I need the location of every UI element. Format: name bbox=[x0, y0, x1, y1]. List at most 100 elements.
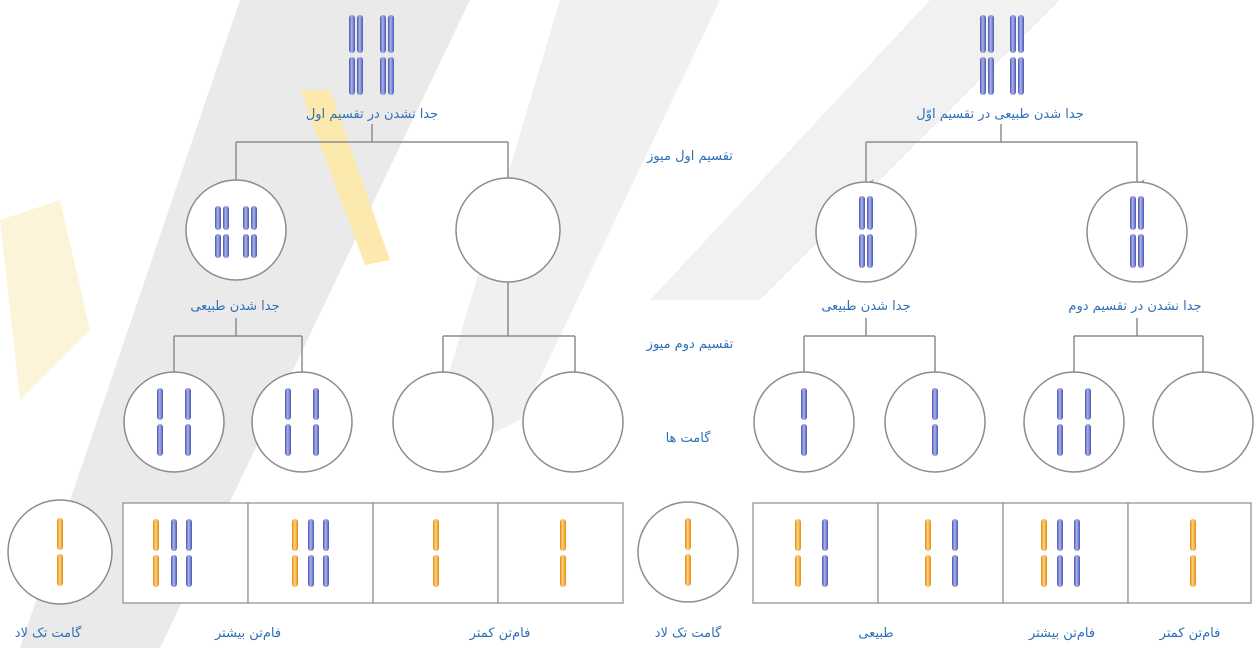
blue-chromosome bbox=[349, 15, 355, 53]
cell-circle bbox=[123, 371, 225, 473]
blue-chromosome bbox=[822, 519, 828, 551]
blue-chromosome bbox=[313, 424, 319, 456]
blue-chromosome bbox=[1074, 555, 1080, 587]
cell-circle bbox=[455, 177, 561, 283]
blue-chromosome bbox=[1010, 15, 1016, 53]
right-less-label: فام‌تن کمتر bbox=[1159, 626, 1221, 641]
blue-chromosome bbox=[308, 555, 314, 587]
blue-chromosome bbox=[1130, 234, 1136, 268]
blue-chromosome bbox=[243, 234, 249, 258]
blue-chromosome bbox=[185, 424, 191, 456]
blue-chromosome bbox=[186, 555, 192, 587]
cell-circle bbox=[1152, 371, 1254, 473]
cell-circle bbox=[251, 371, 353, 473]
blue-chromosome bbox=[223, 234, 229, 258]
cell-circle bbox=[522, 371, 624, 473]
blue-chromosome bbox=[1138, 196, 1144, 230]
orange-chromosome bbox=[153, 519, 159, 551]
zygote-box bbox=[1127, 502, 1252, 604]
blue-chromosome bbox=[285, 388, 291, 420]
orange-chromosome bbox=[433, 555, 439, 587]
orange-chromosome bbox=[292, 555, 298, 587]
blue-chromosome bbox=[251, 206, 257, 230]
blue-chromosome bbox=[988, 57, 994, 95]
blue-chromosome bbox=[1018, 57, 1024, 95]
right-mid-right-label: جدا نشدن در تقسیم دوم bbox=[1068, 299, 1201, 314]
blue-chromosome bbox=[185, 388, 191, 420]
blue-chromosome bbox=[1085, 388, 1091, 420]
blue-chromosome bbox=[388, 15, 394, 53]
zygote-box bbox=[122, 502, 249, 604]
blue-chromosome bbox=[1074, 519, 1080, 551]
blue-chromosome bbox=[357, 57, 363, 95]
blue-chromosome bbox=[1057, 424, 1063, 456]
orange-chromosome bbox=[925, 519, 931, 551]
gametes-label: گامت ها bbox=[666, 430, 712, 446]
blue-chromosome bbox=[285, 424, 291, 456]
blue-chromosome bbox=[859, 234, 865, 268]
blue-chromosome bbox=[313, 388, 319, 420]
zygote-box bbox=[877, 502, 1004, 604]
zygote-box bbox=[497, 502, 624, 604]
blue-chromosome bbox=[932, 388, 938, 420]
blue-chromosome bbox=[859, 196, 865, 230]
orange-chromosome bbox=[1190, 555, 1196, 587]
right-more-label: فام‌تن بیشتر bbox=[1028, 626, 1095, 641]
orange-chromosome bbox=[685, 554, 691, 586]
chromosomes bbox=[57, 15, 1196, 587]
blue-chromosome bbox=[980, 15, 986, 53]
zygote-box bbox=[1002, 502, 1129, 604]
orange-chromosome bbox=[1041, 555, 1047, 587]
blue-chromosome bbox=[1057, 555, 1063, 587]
cell-circle bbox=[1023, 371, 1125, 473]
orange-chromosome bbox=[292, 519, 298, 551]
orange-chromosome bbox=[925, 555, 931, 587]
blue-chromosome bbox=[251, 234, 257, 258]
cell-circles bbox=[7, 177, 1254, 605]
zygote-box bbox=[752, 502, 879, 604]
blue-chromosome bbox=[388, 57, 394, 95]
zygote-box bbox=[372, 502, 499, 604]
orange-chromosome bbox=[560, 519, 566, 551]
cell-circle bbox=[7, 499, 113, 605]
blue-chromosome bbox=[1138, 234, 1144, 268]
cell-circle bbox=[753, 371, 855, 473]
blue-chromosome bbox=[157, 424, 163, 456]
left-less-label: فام‌تن کمتر bbox=[469, 626, 531, 641]
blue-chromosome bbox=[357, 15, 363, 53]
blue-chromosome bbox=[952, 555, 958, 587]
blue-chromosome bbox=[223, 206, 229, 230]
orange-chromosome bbox=[153, 555, 159, 587]
cell-circle bbox=[637, 501, 739, 603]
blue-chromosome bbox=[380, 15, 386, 53]
blue-chromosome bbox=[1085, 424, 1091, 456]
blue-chromosome bbox=[1057, 388, 1063, 420]
blue-chromosome bbox=[186, 519, 192, 551]
blue-chromosome bbox=[1018, 15, 1024, 53]
blue-chromosome bbox=[157, 388, 163, 420]
blue-chromosome bbox=[952, 519, 958, 551]
blue-chromosome bbox=[308, 519, 314, 551]
blue-chromosome bbox=[867, 196, 873, 230]
right-mid-left-label: جدا شدن طبیعی bbox=[821, 299, 910, 314]
orange-chromosome bbox=[1190, 519, 1196, 551]
watermark bbox=[0, 0, 1060, 648]
meiosis-1-label: تقسیم اول میوز bbox=[646, 149, 733, 164]
connector-lines bbox=[173, 124, 1211, 383]
blue-chromosome bbox=[243, 206, 249, 230]
blue-chromosome bbox=[171, 519, 177, 551]
cell-circle bbox=[1086, 181, 1188, 283]
blue-chromosome bbox=[867, 234, 873, 268]
blue-chromosome bbox=[1130, 196, 1136, 230]
blue-chromosome bbox=[932, 424, 938, 456]
right-normal-label: طبیعی bbox=[858, 626, 893, 641]
blue-chromosome bbox=[323, 519, 329, 551]
orange-chromosome bbox=[560, 555, 566, 587]
left-single-gamete-label: گامت تک لاد bbox=[15, 625, 82, 641]
orange-chromosome bbox=[795, 555, 801, 587]
blue-chromosome bbox=[988, 15, 994, 53]
orange-chromosome bbox=[57, 554, 63, 586]
zygote-box bbox=[247, 502, 374, 604]
